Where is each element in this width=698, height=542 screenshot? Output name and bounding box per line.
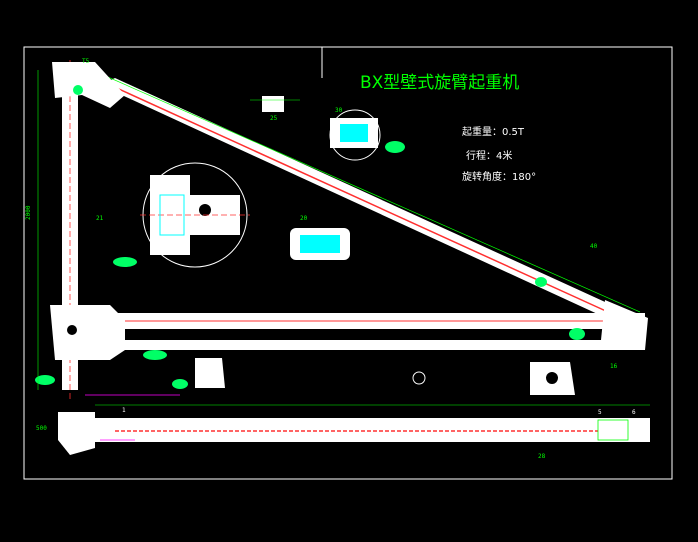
top-bracket bbox=[52, 62, 125, 108]
bottom-left-bracket bbox=[58, 412, 95, 455]
label-dim-lower: 500 bbox=[36, 425, 47, 432]
spec-line-travel: 行程：4米 bbox=[466, 149, 512, 162]
weld-mark-3 bbox=[35, 375, 55, 385]
side-block-inner bbox=[300, 235, 340, 253]
hinge-detail-cyan bbox=[159, 194, 185, 236]
small-bracket-top bbox=[262, 96, 284, 112]
weld-mark-5 bbox=[569, 328, 585, 340]
hinge-bolt bbox=[199, 204, 211, 216]
weld-mark-6 bbox=[385, 141, 405, 153]
weld-mark-2 bbox=[143, 350, 167, 360]
trolley-inner bbox=[340, 124, 368, 142]
lower-pin bbox=[67, 325, 77, 335]
weld-mark-7 bbox=[535, 277, 547, 287]
label-tag-c: 6 bbox=[632, 409, 636, 416]
top-pin bbox=[73, 85, 83, 95]
label-dim-vertical: 2000 bbox=[25, 205, 32, 220]
label-small-3: 40 bbox=[590, 243, 598, 250]
label-small-5: 30 bbox=[335, 107, 343, 114]
label-top-left: T5 bbox=[82, 58, 90, 65]
bottom-end-cap bbox=[597, 419, 629, 441]
label-small-7: 28 bbox=[538, 453, 546, 460]
spec-block: 起重量：0.5T 行程：4米 旋转角度：180° bbox=[462, 125, 536, 183]
lower-bracket bbox=[50, 305, 125, 360]
diagonal-guide bbox=[91, 69, 641, 313]
label-small-1: 21 bbox=[96, 215, 104, 222]
spec-line-rotation: 旋转角度：180° bbox=[462, 170, 536, 183]
label-tag-a: 1 bbox=[122, 407, 126, 414]
pulley-small bbox=[412, 371, 426, 385]
label-tag-b: 5 bbox=[598, 409, 602, 416]
label-small-6: 16 bbox=[610, 363, 618, 370]
boom-end-bracket bbox=[600, 300, 648, 350]
bottom-beam bbox=[95, 418, 650, 442]
bearing-block bbox=[195, 358, 225, 388]
spec-line-capacity: 起重量：0.5T bbox=[462, 125, 525, 138]
label-small-2: 20 bbox=[300, 215, 308, 222]
drawing-title: BX型壁式旋臂起重机 bbox=[360, 73, 519, 93]
drawing-frame bbox=[23, 46, 673, 480]
label-small-4: 25 bbox=[270, 115, 278, 122]
boom-lower-flange bbox=[95, 340, 640, 350]
weld-mark-1 bbox=[113, 257, 137, 267]
hook-wheel bbox=[546, 372, 558, 384]
weld-mark-4 bbox=[172, 379, 188, 389]
